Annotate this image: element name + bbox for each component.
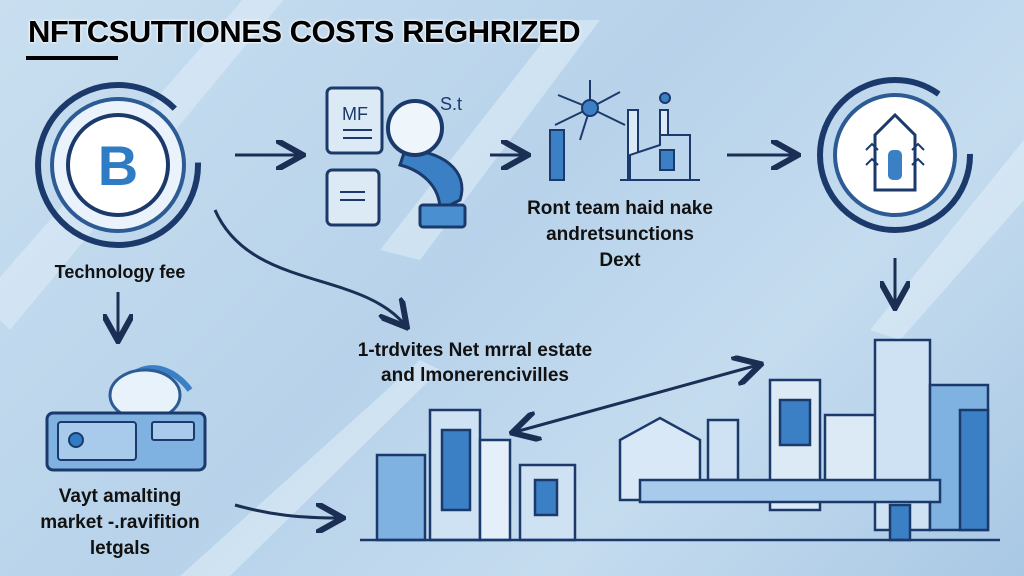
city-buildings (360, 338, 1000, 542)
double-arrow (515, 365, 758, 432)
label-top-right: Ront team haid nake andretsunctions Dext (500, 196, 740, 274)
document-mf-text: MF (342, 104, 368, 124)
label-bottom-left-line2: market -.ravifition (40, 512, 200, 533)
label-technology-fee: Technology fee (54, 262, 186, 282)
bank-building-icon (817, 77, 973, 233)
label-center-line2: and lmonerencivilles (381, 365, 569, 386)
label-bottom-left: Vayt amalting market -.ravifition letgal… (10, 484, 230, 562)
magnifier-hand-icon: S.t (386, 94, 467, 229)
document-icon: MF (325, 86, 384, 227)
scribble-text: S.t (440, 94, 462, 114)
label-top-right-line3: Dext (599, 250, 641, 271)
bitcoin-letter: B (98, 134, 138, 197)
label-top-right-line1: Ront team haid nake (527, 198, 713, 219)
label-bottom-left-line1: Vayt amalting (58, 486, 182, 507)
label-top-right-line2: andretsunctions (546, 224, 694, 245)
arrow-curve (213, 209, 405, 325)
label-center-line1: 1-trdvites Net mrral estate (357, 340, 593, 361)
title-underline (26, 56, 118, 60)
network-factory-icon (549, 80, 700, 181)
label-center: 1-trdvites Net mrral estate and lmoneren… (320, 338, 630, 388)
page-title: NFTCSUTTIONES COSTS REGHRIZED (28, 14, 581, 49)
payment-device-icon (45, 365, 207, 472)
bitcoin-icon: B (35, 82, 201, 248)
arrow-bottom (234, 505, 340, 518)
label-bottom-left-line3: letgals (89, 538, 151, 559)
